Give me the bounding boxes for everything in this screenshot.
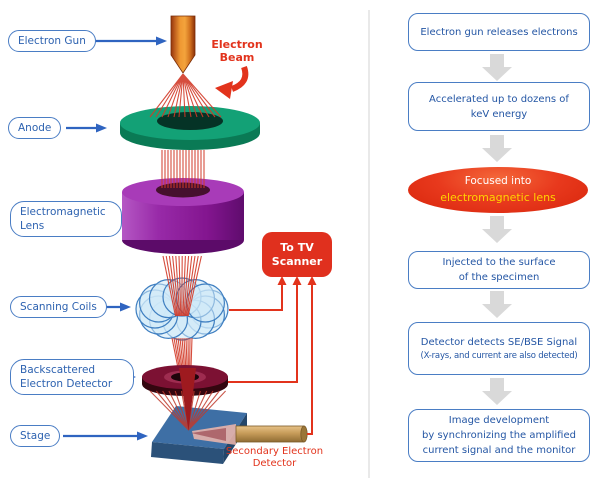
secondary-electron-beam bbox=[191, 424, 236, 445]
anode-shape bbox=[120, 106, 260, 150]
beam-fan-bottom bbox=[149, 390, 226, 431]
label-backscattered-detector: Backscattered Electron Detector bbox=[10, 359, 134, 395]
flow-step-electron-gun: Electron gun releases electrons bbox=[408, 13, 590, 51]
flow-step-text: Image development bbox=[448, 415, 550, 426]
electromagnetic-lens-shape bbox=[122, 178, 244, 254]
tv-scanner-box: To TV Scanner bbox=[262, 232, 332, 277]
flow-step-text: Focused into bbox=[464, 175, 532, 188]
flow-step-text: keV energy bbox=[470, 108, 528, 120]
secondary-detector-label: Secondary Electron Detector bbox=[225, 446, 324, 469]
beam-parallel bbox=[161, 150, 205, 188]
signal-lines bbox=[228, 284, 313, 435]
label-scanning-coils: Scanning Coils bbox=[10, 296, 107, 318]
flow-step-focused: Focused into electromagnetic lens bbox=[408, 167, 588, 213]
flow-step-text: by synchronizing the amplified bbox=[422, 430, 576, 441]
flow-step-text: Detector detects SE/BSE Signal bbox=[420, 336, 578, 348]
down-arrow-icon bbox=[482, 54, 512, 81]
flow-step-text-highlight: electromagnetic lens bbox=[440, 191, 556, 205]
flow-step-text: current signal and the monitor bbox=[422, 445, 576, 456]
flow-step-injected: Injected to the surface of the specimen bbox=[408, 251, 590, 289]
flow-step-image-development: Image development by synchronizing the a… bbox=[408, 409, 590, 462]
electron-beam-arrow bbox=[215, 65, 249, 99]
signal-arrowheads bbox=[277, 276, 317, 285]
down-arrow-icon bbox=[482, 135, 512, 162]
label-anode: Anode bbox=[8, 117, 62, 139]
label-electron-gun: Electron Gun bbox=[8, 30, 96, 52]
beam-converging bbox=[162, 255, 202, 317]
flow-step-accelerated: Accelerated up to dozens of keV energy bbox=[408, 82, 590, 131]
flow-step-text: Accelerated up to dozens of bbox=[429, 93, 569, 105]
secondary-detector-shape bbox=[235, 425, 308, 443]
electron-beam-label: Electron Beam bbox=[211, 38, 263, 64]
label-electromagnetic-lens: Electromagnetic Lens bbox=[10, 201, 122, 237]
flow-step-subtext: (X-rays, and current are also detected) bbox=[420, 350, 578, 361]
flow-step-text: of the specimen bbox=[458, 272, 540, 283]
down-arrow-icon bbox=[482, 216, 512, 243]
down-arrow-icon bbox=[482, 291, 512, 318]
down-arrow-icon bbox=[482, 378, 512, 405]
flow-step-text: Electron gun releases electrons bbox=[420, 26, 578, 38]
electron-gun-shape bbox=[170, 15, 196, 74]
label-stage: Stage bbox=[10, 425, 61, 447]
beam-fan-top bbox=[149, 73, 222, 118]
flow-step-text: Injected to the surface bbox=[442, 257, 556, 268]
panel-divider bbox=[368, 10, 370, 478]
beam-core-cone bbox=[179, 368, 196, 431]
flow-step-detector: Detector detects SE/BSE Signal (X-rays, … bbox=[408, 322, 590, 375]
beam-bundle bbox=[171, 337, 193, 369]
